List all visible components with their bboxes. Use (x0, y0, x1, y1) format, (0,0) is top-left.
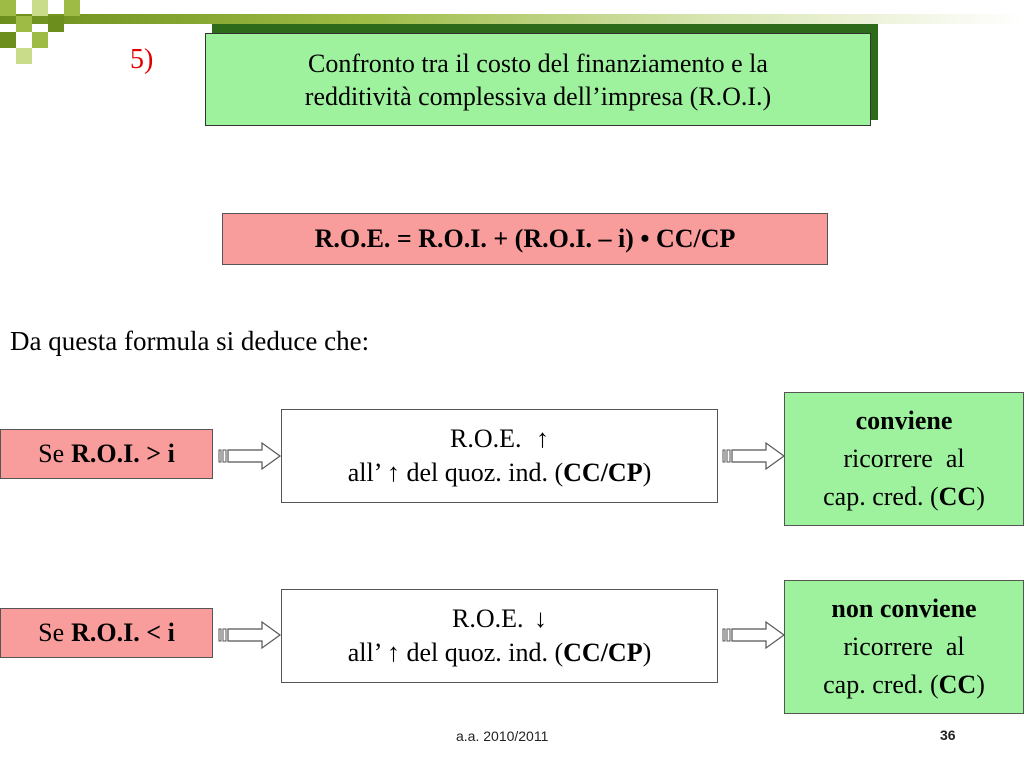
intro-text: Da questa formula si deduce che: (10, 326, 370, 356)
roe-label: R.O.E. (450, 424, 522, 453)
right-arrow-icon (218, 441, 282, 471)
roe-effect-box-down: R.O.E. ↓ all’ ↑ del quoz. ind. (CC/CP) (281, 589, 718, 683)
result-line-2: ricorrere al (843, 632, 965, 661)
result-bold: conviene (855, 406, 953, 435)
line2-prefix: all’ (347, 638, 381, 667)
right-arrow-icon (722, 620, 786, 650)
result-box-non-conviene: non conviene ricorrere al cap. cred. (CC… (784, 580, 1024, 714)
result-line-2: ricorrere al (843, 444, 965, 473)
arrow-down-icon: ↓ (534, 604, 547, 633)
arrow-up-icon: ↑ (386, 458, 400, 487)
line2-bold: CC/CP (563, 458, 643, 487)
line2-bold: CC/CP (563, 638, 643, 667)
condition-prefix: Se (38, 439, 65, 468)
footer-academic-year: a.a. 2010/2011 (456, 728, 549, 744)
condition-prefix: Se (38, 618, 65, 647)
right-arrow-icon (218, 620, 282, 650)
title-line-1: Confronto tra il costo del finanziamento… (308, 48, 768, 78)
condition-text: R.O.I. > i (71, 439, 175, 468)
arrow-up-icon: ↑ (536, 424, 549, 453)
formula-box: R.O.E. = R.O.I. + (R.O.I. – i) • CC/CP (222, 213, 828, 265)
line2-text: del quoz. ind. ( (406, 458, 564, 487)
condition-text: R.O.I. < i (71, 618, 175, 647)
right-arrow-icon (722, 441, 786, 471)
header-gradient-bar (0, 14, 1024, 24)
slide-number-label: 5) (130, 44, 154, 75)
condition-box-less: Se R.O.I. < i (0, 608, 213, 658)
formula-text: R.O.E. = R.O.I. + (R.O.I. – i) • CC/CP (314, 224, 736, 253)
result-box-conviene: conviene ricorrere al cap. cred. (CC) (784, 392, 1024, 526)
line2-close: ) (642, 458, 652, 487)
title-line-2: redditività complessiva dell’impresa (R.… (304, 81, 772, 111)
result-line-3: cap. cred. (CC) (823, 482, 985, 511)
line2-prefix: all’ (347, 458, 381, 487)
page-number: 36 (940, 727, 956, 743)
result-line-3: cap. cred. (CC) (823, 670, 985, 699)
roe-label: R.O.E. (452, 604, 524, 633)
line2-text: del quoz. ind. ( (406, 638, 564, 667)
roe-effect-box-up: R.O.E. ↑ all’ ↑ del quoz. ind. (CC/CP) (281, 409, 718, 503)
line2-close: ) (642, 638, 652, 667)
title-box: Confronto tra il costo del finanziamento… (205, 33, 871, 126)
arrow-up-icon: ↑ (386, 638, 400, 667)
condition-box-greater: Se R.O.I. > i (0, 429, 213, 479)
result-bold: non conviene (831, 594, 977, 623)
checker-logo (0, 0, 80, 64)
